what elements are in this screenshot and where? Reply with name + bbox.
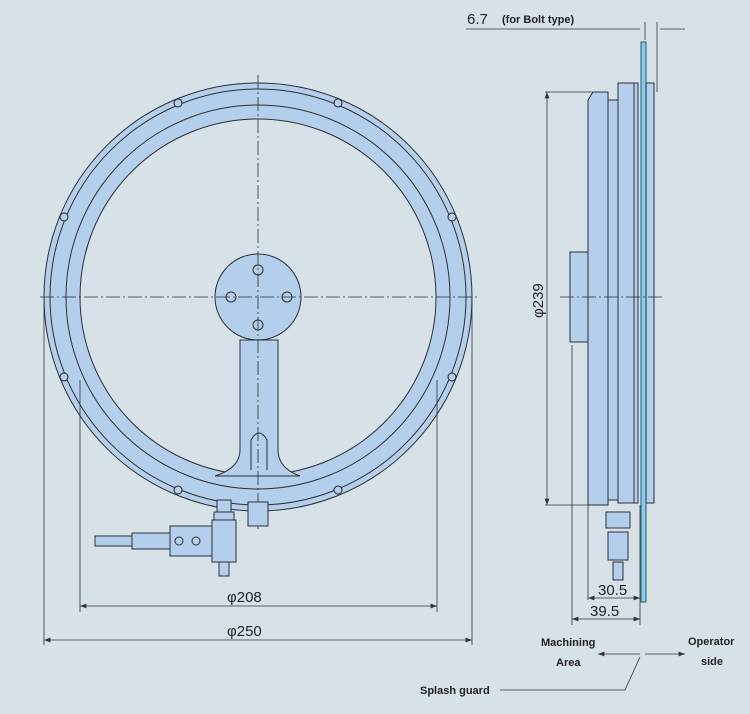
dim-depth-b: 39.5 <box>590 603 619 620</box>
dim-bolt-gap: 6.7 <box>467 11 488 28</box>
dim-outer-dia: φ250 <box>227 623 262 640</box>
dim-bolt-note: (for Bolt type) <box>502 14 574 26</box>
label-machining-2: Area <box>556 657 581 669</box>
fitting <box>94 499 269 577</box>
splash-guard <box>640 41 647 603</box>
front-view <box>40 75 478 577</box>
dim-depth-a: 30.5 <box>598 582 627 599</box>
side-view <box>560 41 665 603</box>
label-operator-2: side <box>701 656 723 668</box>
bolts <box>59 98 457 495</box>
label-splash-guard: Splash guard <box>420 685 490 697</box>
label-machining-1: Machining <box>541 637 595 649</box>
label-operator-1: Operator <box>688 636 735 648</box>
arm <box>214 339 301 477</box>
dim-inner-dia: φ208 <box>227 589 262 606</box>
dim-height: φ239 <box>530 283 547 318</box>
